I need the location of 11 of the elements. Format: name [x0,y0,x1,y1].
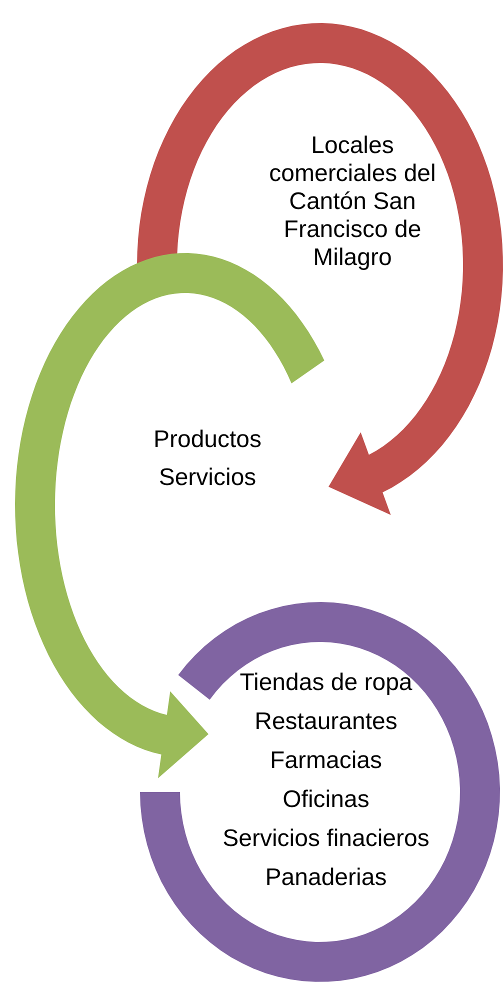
curved-arrow [15,253,324,778]
curved-arrow [137,23,503,515]
node-label: Servicios finacieros [222,824,430,852]
node-label: Tiendas de ropa [240,668,412,696]
node-label: Locales comerciales del Cantón San Francisco de Milagro [268,132,437,272]
node-label: Oficinas [282,786,370,814]
node-label: Restaurantes [254,708,398,736]
node-label: Productos [153,426,262,454]
node-label: Servicios [158,464,256,492]
node-label: Farmacias [270,746,382,774]
node-label: Panaderias [265,864,387,892]
